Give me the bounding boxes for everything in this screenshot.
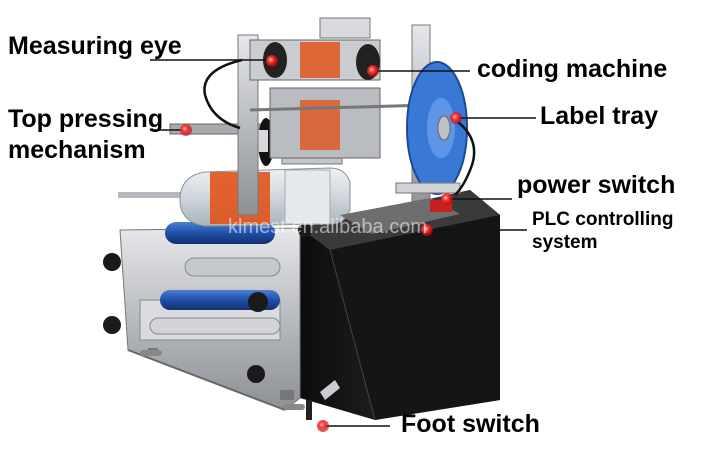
marker-foot-switch [317,420,329,432]
marker-coding-machine [367,65,379,77]
feet [140,350,340,420]
watermark-text: klmest.en.alibaba.com [228,216,427,238]
marker-measuring-eye [266,55,278,67]
marker-label-tray [450,112,462,124]
callout-measuring-eye: Measuring eye [8,32,182,60]
callout-top-pressing-line1: Top pressing [8,105,164,133]
callout-top-pressing-line2: mechanism [8,136,146,164]
marker-plc [421,224,433,236]
coding-tower [237,17,431,216]
marker-top-pressing [180,124,192,136]
knobs [103,223,312,383]
callout-coding-machine: coding machine [477,55,668,83]
label-tray-disc [395,61,468,195]
blue-rollers [149,222,281,335]
callout-foot-switch: Foot switch [401,410,540,438]
callout-top-pressing-mechanism: Top pressing mechanism [8,104,163,166]
callout-plc-line1: PLC controlling [532,209,674,230]
cables [203,58,476,196]
callout-plc-line2: system [532,232,598,253]
callout-plc-controlling-system: PLC controlling system [532,208,673,254]
marker-power-switch [441,193,453,205]
callout-power-switch: power switch [517,171,676,199]
callout-label-tray: Label tray [540,102,659,130]
callout-leader-lines [150,59,536,427]
callout-markers [180,55,462,432]
